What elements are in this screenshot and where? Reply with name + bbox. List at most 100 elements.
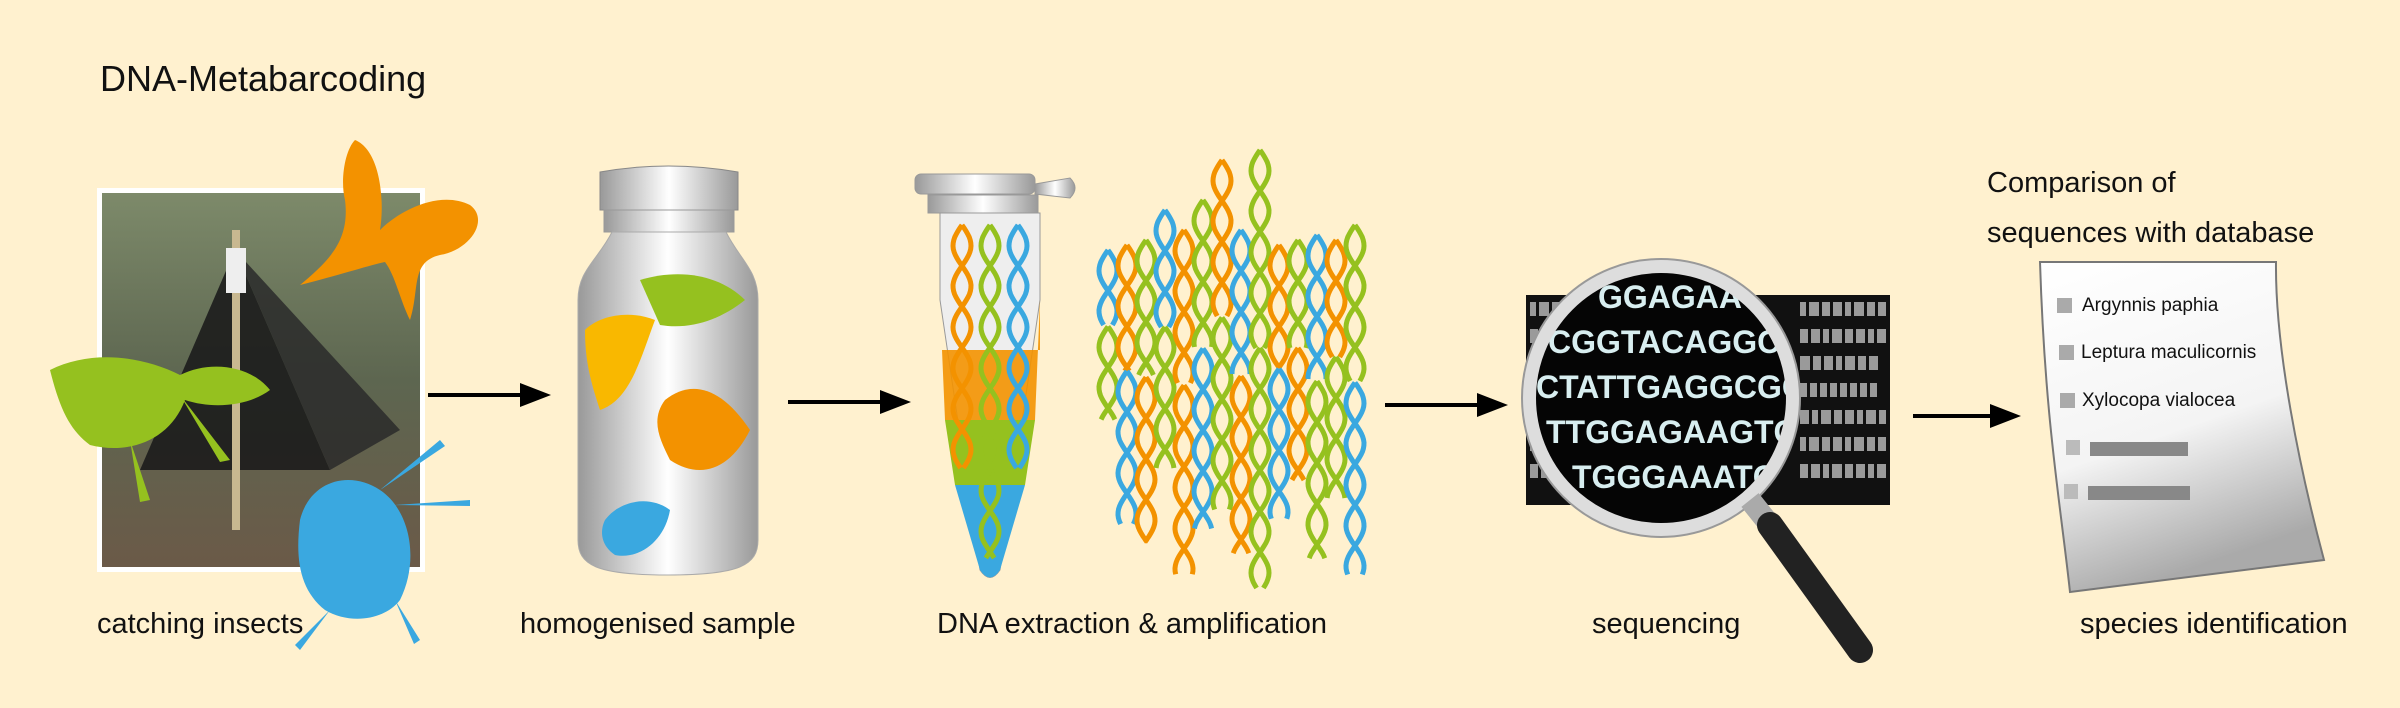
comparison-line-2: sequences with database <box>1987 217 2315 249</box>
sequence-texture-mark <box>1845 329 1853 343</box>
sequence-texture-mark <box>1833 302 1842 316</box>
sequence-texture-mark <box>1877 329 1886 343</box>
butterfly-icon <box>300 140 479 320</box>
sequence-row: CGGTACAGGCG <box>1548 324 1805 360</box>
dna-helix-icon <box>1210 316 1234 511</box>
dna-helix-icon <box>1305 379 1329 560</box>
magnifier-icon <box>1521 258 1873 663</box>
dna-helix-icon <box>1343 381 1367 576</box>
dna-helix-icon <box>950 223 974 470</box>
sequence-texture-mark <box>1834 410 1842 424</box>
sequence-texture-mark <box>1869 356 1878 370</box>
sequence-texture-mark <box>1800 383 1807 397</box>
sequence-texture-mark <box>1822 302 1830 316</box>
dna-helix-icon <box>1006 223 1030 470</box>
sequence-texture-mark <box>1530 329 1538 343</box>
dna-helix-icon <box>1229 228 1253 375</box>
step-label-identification: species identification <box>2080 608 2348 640</box>
sequence-texture-mark <box>1832 464 1842 478</box>
sequence-texture-mark <box>1854 437 1864 451</box>
dna-helix-icon <box>978 223 1002 560</box>
sequence-texture-mark <box>1830 383 1837 397</box>
sequence-texture-mark <box>1810 383 1817 397</box>
species-item: Leptura maculicornis <box>2081 342 2257 363</box>
sequence-texture-mark <box>1530 464 1538 478</box>
dna-helix-icon <box>1324 355 1348 499</box>
sequence-texture-mark <box>1813 356 1821 370</box>
dna-helix-group <box>1096 148 1367 590</box>
sequence-texture-mark <box>1879 410 1886 424</box>
dna-helix-icon <box>1267 243 1291 370</box>
sequence-row: TTGGAGAAGTC <box>1546 414 1797 450</box>
sequence-texture-mark <box>1811 464 1820 478</box>
sequence-texture-mark <box>1845 410 1854 424</box>
sequence-texture-mark <box>1823 329 1829 343</box>
dna-helix-icon <box>1210 158 1234 318</box>
sequence-texture-mark <box>1868 329 1874 343</box>
beetle-icon <box>295 440 470 650</box>
sequence-texture-mark <box>1868 464 1874 478</box>
sequence-texture-mark <box>1867 302 1875 316</box>
sequence-texture-mark <box>1820 383 1827 397</box>
sequence-texture-mark <box>1860 383 1867 397</box>
sequence-texture-mark <box>1539 302 1549 316</box>
database-sheet <box>2038 261 2326 594</box>
sequence-texture-mark <box>1812 410 1818 424</box>
step-label-sequencing: sequencing <box>1592 608 1741 640</box>
sequence-texture-mark <box>1800 329 1808 343</box>
dna-helix-icon <box>1267 367 1291 520</box>
dna-helix-icon <box>1153 325 1177 469</box>
arrow-2 <box>788 390 911 414</box>
dna-helix-icon <box>1191 347 1215 530</box>
sequence-texture-mark <box>1833 437 1842 451</box>
dna-tube <box>914 173 1076 578</box>
sequence-texture-mark <box>1800 437 1806 451</box>
sequence-texture-mark <box>1809 302 1819 316</box>
dna-helix-icon <box>1172 383 1196 575</box>
sequence-texture-mark <box>1836 356 1842 370</box>
sequence-texture-mark <box>1877 464 1886 478</box>
dna-helix-icon <box>1172 228 1196 384</box>
sequence-texture-mark <box>1832 329 1842 343</box>
sequence-texture-mark <box>1800 410 1809 424</box>
sequence-texture-mark <box>1856 464 1865 478</box>
wasp-icon <box>50 357 270 502</box>
arrow-3 <box>1385 393 1508 417</box>
sequence-texture-mark <box>1857 410 1863 424</box>
page-title: DNA-Metabarcoding <box>100 58 427 99</box>
dna-helix-icon <box>1305 233 1329 380</box>
comparison-line-1: Comparison of <box>1987 167 2176 199</box>
dna-helix-icon <box>1324 238 1348 359</box>
dna-helix-icon <box>1248 346 1272 590</box>
dna-helix-icon <box>1134 238 1158 377</box>
dna-helix-icon <box>1229 374 1253 555</box>
sequence-texture-mark <box>1821 410 1831 424</box>
sequence-texture-mark <box>1800 356 1810 370</box>
sequence-texture-mark <box>1854 302 1864 316</box>
step-label-homogenised: homogenised sample <box>520 608 796 640</box>
dna-helix-icon <box>1248 148 1272 350</box>
arrow-4 <box>1913 404 2021 428</box>
sequence-texture-mark <box>1856 329 1865 343</box>
dna-helix-icon <box>1115 243 1139 373</box>
sequence-texture-mark <box>1845 437 1851 451</box>
dna-helix-icon <box>1096 325 1120 421</box>
sequence-texture-mark <box>1840 383 1847 397</box>
dna-helix-icon <box>1191 198 1215 348</box>
species-item: Argynnis paphia <box>2082 295 2219 316</box>
sequence-texture-mark <box>1845 302 1851 316</box>
sequence-texture-mark <box>1811 329 1820 343</box>
sequence-panel: GGAGAAG CGGTACAGGCG CTATTGAGGCGG TTGGAGA… <box>1526 270 1890 526</box>
sequence-texture-mark <box>1878 302 1886 316</box>
step-label-extraction: DNA extraction & amplification <box>937 608 1328 640</box>
sequence-texture-mark <box>1858 356 1866 370</box>
comparison-caption: Comparison of sequences with database <box>1987 158 2314 258</box>
sample-bottle <box>577 165 759 576</box>
dna-helix-icon <box>1343 223 1367 383</box>
sequence-texture-mark <box>1824 356 1833 370</box>
sequence-texture-mark <box>1870 383 1877 397</box>
sequence-texture-mark <box>1800 464 1808 478</box>
sequence-texture-mark <box>1822 437 1830 451</box>
dna-helix-icon <box>1115 369 1139 525</box>
